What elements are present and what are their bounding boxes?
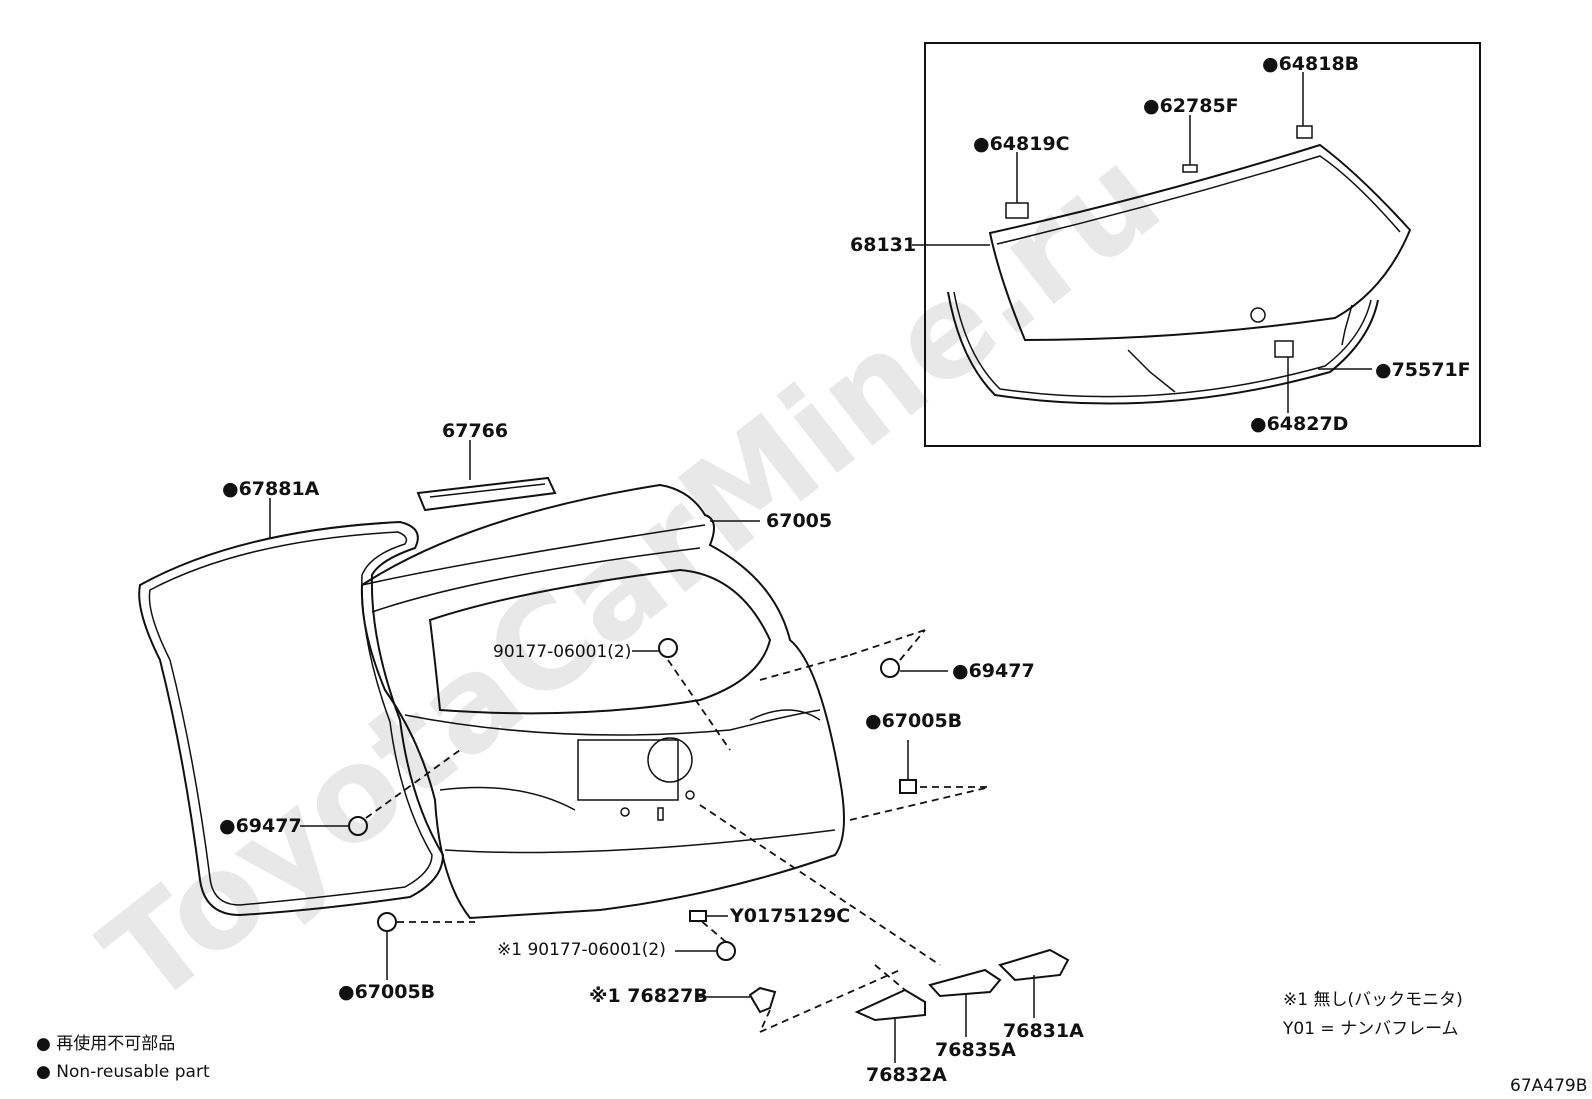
label-67766: 67766 — [442, 420, 508, 442]
label-69477-right: ●69477 — [952, 660, 1035, 682]
back-glass — [947, 125, 1412, 405]
bracket-76835A — [928, 968, 1002, 998]
label-76827B: ※1 76827B — [589, 985, 708, 1007]
note-no-back-monitor: ※1 無し(バックモニタ) — [1283, 990, 1463, 1010]
legend-non-reusable-en: ● Non-reusable part — [36, 1062, 210, 1082]
note-license-frame: Y01 = ナンバフレーム — [1282, 1019, 1459, 1039]
back-door-panel — [360, 483, 845, 920]
label-64818B: ●64818B — [1262, 53, 1359, 75]
label-76831A: 76831A — [1003, 1020, 1084, 1042]
label-64827D: ●64827D — [1250, 413, 1348, 435]
label-76832A: 76832A — [866, 1064, 947, 1086]
bracket-76832A — [854, 988, 926, 1022]
label-64819C: ●64819C — [973, 133, 1070, 155]
bracket-76831A — [998, 948, 1070, 982]
label-62785F: ●62785F — [1143, 95, 1239, 117]
label-76835A: 76835A — [935, 1039, 1016, 1061]
stop-lamp — [416, 476, 557, 512]
diagram-id: 67A479B — [1510, 1076, 1587, 1096]
label-67005B-left: ●67005B — [338, 981, 435, 1003]
legend-non-reusable-jp: ● 再使用不可部品 — [36, 1033, 175, 1054]
label-90177-bottom: ※1 90177-06001(2) — [497, 940, 666, 960]
label-67881A: ●67881A — [222, 478, 320, 500]
label-67005B-right: ●67005B — [865, 710, 962, 732]
label-75571F: ●75571F — [1375, 359, 1471, 381]
weatherstrip — [138, 520, 445, 917]
label-68131: 68131 — [850, 234, 916, 256]
label-69477-left: ●69477 — [219, 815, 302, 837]
label-90177-top: 90177-06001(2) — [493, 642, 631, 662]
label-Y0175129C: Y0175129C — [729, 905, 850, 927]
label-67005: 67005 — [766, 510, 832, 532]
